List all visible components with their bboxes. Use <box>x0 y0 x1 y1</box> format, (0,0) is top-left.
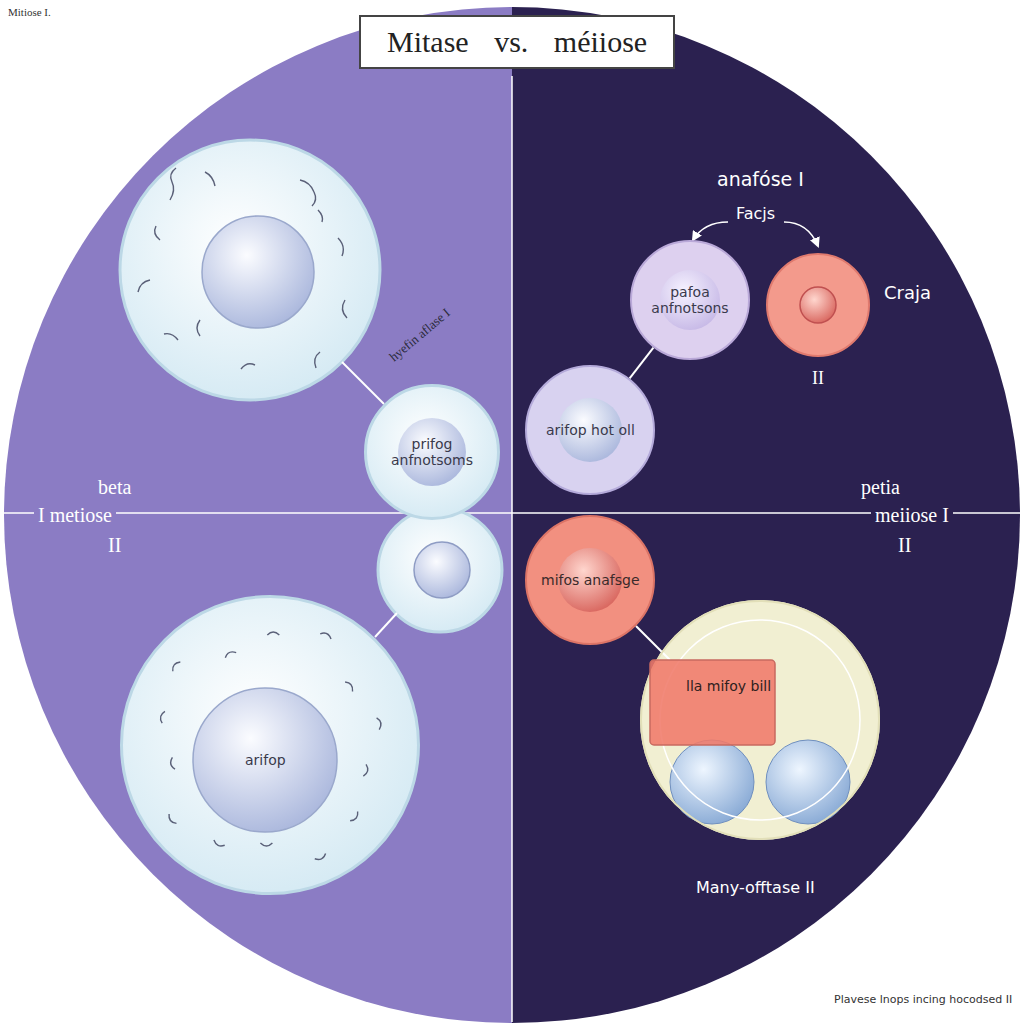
cell-membrane <box>641 601 879 839</box>
chromosome <box>350 811 358 820</box>
connector-line <box>630 348 654 379</box>
side-label: meiiose I <box>871 504 953 527</box>
caption: Plavese lnops incing hocodsed II <box>834 994 1012 1007</box>
cell <box>120 140 380 400</box>
cell-membrane <box>631 241 749 359</box>
node-outline <box>766 253 870 357</box>
chromosome <box>260 843 272 846</box>
left-half <box>0 0 512 1024</box>
right-half <box>512 0 1024 1024</box>
phase-label: hyefin aflase I <box>387 306 454 365</box>
cell-label: mifos anafsge <box>541 572 640 588</box>
nucleus <box>414 542 470 598</box>
chromosome <box>160 711 164 723</box>
phase-number: II <box>812 368 824 389</box>
patch-outline <box>650 660 775 745</box>
cell: CrajaII <box>766 253 870 357</box>
patch-label: lla mifoy bill <box>686 678 771 694</box>
cell-membrane <box>366 386 499 519</box>
phase-number: II <box>898 534 911 557</box>
nucleus <box>193 688 337 832</box>
nucleus-label: arifop <box>245 752 286 768</box>
chromosome <box>171 757 175 769</box>
phase-label: anafóse I <box>717 169 804 191</box>
chromosome <box>363 764 367 776</box>
chromosomes <box>138 168 347 369</box>
vesicle: Many-offtase IIlla mifoy bill <box>640 600 880 840</box>
title-box: Mitase vs. méiiose <box>359 15 675 69</box>
membrane-patch: lla mifoy bill <box>650 660 775 745</box>
cell-label: pafoa anfnotsons <box>640 284 740 316</box>
node-outline <box>650 660 775 745</box>
cell-label: arifop hot oll <box>546 422 635 438</box>
side-label: I metiose <box>34 504 116 527</box>
chromosome <box>315 854 326 860</box>
arrow <box>693 222 728 240</box>
cell-membrane <box>526 366 654 494</box>
nucleus <box>202 216 314 328</box>
chromosome <box>169 814 177 823</box>
chromosome <box>173 662 181 671</box>
divider-line <box>4 512 1020 514</box>
arrow-label: Facjs <box>736 205 775 223</box>
chromosome <box>214 840 225 846</box>
cell: arifop hot oll <box>525 365 655 495</box>
cell: prifog anfnotsoms <box>364 384 500 520</box>
vesicle <box>640 600 880 840</box>
cell-membrane <box>767 254 869 356</box>
cell: pafoa anfnotsons <box>630 240 750 360</box>
cell: mifos anafsge <box>525 515 655 645</box>
title: Mitase vs. méiiose <box>387 25 647 59</box>
divider-line <box>511 76 513 1022</box>
arrow <box>784 222 818 246</box>
connector-line <box>375 613 397 637</box>
nucleus <box>800 287 836 323</box>
side-label: beta <box>98 476 131 499</box>
cell-membrane <box>122 597 419 894</box>
node-outline <box>120 595 420 895</box>
chromosome <box>267 632 279 635</box>
connector-line <box>636 626 670 660</box>
cell-membrane <box>526 516 654 644</box>
cell: arifop <box>120 595 420 895</box>
cell-heading: Craja <box>884 283 931 304</box>
corner-note: Mitiose I. <box>8 6 51 19</box>
side-label: petia <box>861 476 900 499</box>
chromosome <box>377 718 381 730</box>
chromosome <box>225 652 236 658</box>
connector-line <box>342 362 384 404</box>
chromosome <box>345 682 353 691</box>
chromosome <box>320 633 331 639</box>
cell-label: prifog anfnotsoms <box>377 436 487 468</box>
phase-number: II <box>108 534 121 557</box>
vesicle-heading: Many-offtase II <box>696 879 815 897</box>
